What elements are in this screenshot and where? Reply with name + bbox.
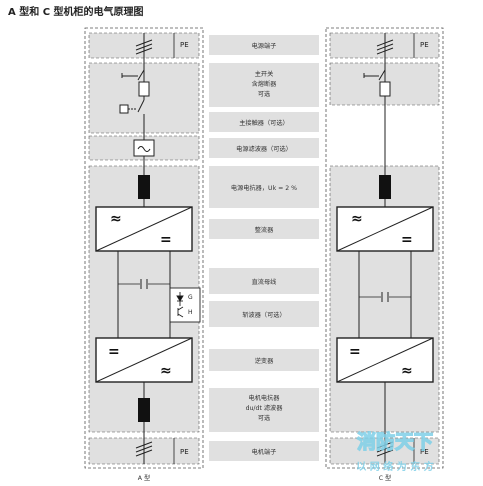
rectifier-icon-c: ≈ = — [336, 206, 434, 252]
label-optional-2: 可选 — [258, 414, 270, 422]
cabinet-c-border — [325, 27, 444, 469]
watermark: 消防天下 以 网 络 为 东 方 — [356, 429, 433, 473]
chopper-icon — [169, 287, 201, 323]
terminal-icon-c — [376, 39, 394, 55]
svg-text:≈: ≈ — [401, 363, 413, 379]
svg-text:≈: ≈ — [110, 211, 122, 227]
label-power-terminal: 电源端子 — [252, 42, 277, 50]
motor-terminal-icon-c — [376, 441, 394, 457]
capacitor-icon — [140, 279, 148, 289]
pe-label-top: PE — [180, 41, 189, 49]
label-motor-reactor: 电机电抗器 — [249, 394, 281, 402]
watermark-line2: 以 网 络 为 东 方 — [356, 460, 433, 473]
filter-icon — [133, 139, 155, 157]
label-power-reactor: 电源电抗器，Uk = 2 % — [231, 184, 297, 192]
svg-text:≈: ≈ — [351, 211, 363, 227]
label-contactor: 主接触器（可选） — [239, 119, 289, 127]
main-switch-icon-c — [363, 69, 391, 97]
label-optional-1: 可选 — [258, 90, 270, 98]
terminal-icon — [135, 39, 153, 55]
cabinet-c-label: C 型 — [379, 474, 391, 482]
pe-label-c-top: PE — [420, 41, 429, 49]
chopper-h-label: H — [188, 309, 193, 316]
contactor-icon — [119, 99, 145, 140]
label-power-filter: 电源滤波器（可选） — [236, 145, 292, 153]
cabinet-a-label: A 型 — [138, 474, 150, 482]
inverter-icon-c: = ≈ — [336, 337, 434, 383]
diagram-title: A 型和 C 型机柜的电气原理图 — [8, 7, 144, 18]
label-column: 电源端子 主开关 含熔断器 可选 主接触器（可选） 电源滤波器（可选） 电源电抗… — [209, 35, 319, 461]
label-motor-terminal: 电机端子 — [252, 448, 277, 456]
label-chopper: 斩波器（可选） — [242, 311, 285, 319]
reactor-icon — [138, 175, 150, 199]
label-main-switch: 主开关 — [255, 70, 274, 78]
cabinet-c: PE ≈ = = ≈ — [325, 27, 444, 482]
motor-terminal-icon — [135, 441, 153, 457]
inverter-icon: = ≈ — [95, 337, 193, 383]
svg-text:=: = — [401, 232, 413, 248]
main-switch-icon — [121, 69, 150, 97]
svg-text:≈: ≈ — [160, 363, 172, 379]
pe-label-c-bottom: PE — [420, 448, 429, 456]
motor-reactor-icon — [138, 398, 150, 422]
rectifier-icon: ≈ = — [95, 206, 193, 252]
label-rectifier: 整流器 — [255, 226, 274, 234]
chopper-g-label: G — [188, 294, 193, 301]
svg-text:=: = — [108, 344, 120, 360]
label-fuse: 含熔断器 — [252, 80, 278, 88]
reactor-icon-c — [379, 175, 391, 199]
capacitor-icon-c — [381, 292, 389, 302]
label-inverter: 逆变器 — [255, 357, 274, 365]
svg-text:=: = — [349, 344, 361, 360]
label-dc-bus: 直流母线 — [252, 278, 277, 286]
pe-label-bottom: PE — [180, 448, 189, 456]
cabinet-a-border — [84, 27, 204, 469]
svg-text:=: = — [160, 232, 172, 248]
label-dudt-filter: du/dt 滤波器 — [246, 404, 284, 412]
cabinet-a: PE ≈ = — [84, 27, 204, 482]
watermark-line1: 消防天下 — [357, 430, 433, 453]
